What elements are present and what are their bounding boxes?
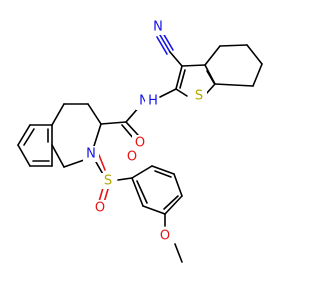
molecule-diagram: N N H S O N S O O O bbox=[17, 19, 263, 263]
thiophene-ring-bonds bbox=[175, 64, 216, 97]
atom-sulfonyl-s: S bbox=[104, 174, 112, 189]
atom-nitrile-n: N bbox=[153, 20, 163, 35]
nitrile-bonds bbox=[156, 32, 183, 67]
atom-amide-n: N bbox=[139, 94, 149, 109]
tetrahydroisoquinoline-bonds bbox=[17, 103, 102, 168]
atom-ring-n: N bbox=[86, 147, 96, 162]
atom-methoxy-o: O bbox=[160, 229, 170, 244]
methoxyphenyl-ring-bonds bbox=[131, 165, 183, 263]
atom-sulfonyl-o-upper: O bbox=[127, 150, 137, 165]
structure-drawing: N N H S O N S O O O bbox=[17, 19, 263, 263]
atom-thiophene-s: S bbox=[195, 89, 203, 104]
atom-carbonyl-o: O bbox=[135, 136, 145, 151]
cyclohexene-ring-bonds bbox=[204, 44, 263, 87]
atom-labels: N N H S O N S O O O bbox=[83, 19, 207, 244]
atom-sulfonyl-o-lower: O bbox=[95, 201, 105, 216]
atom-amide-h: H bbox=[148, 94, 158, 109]
